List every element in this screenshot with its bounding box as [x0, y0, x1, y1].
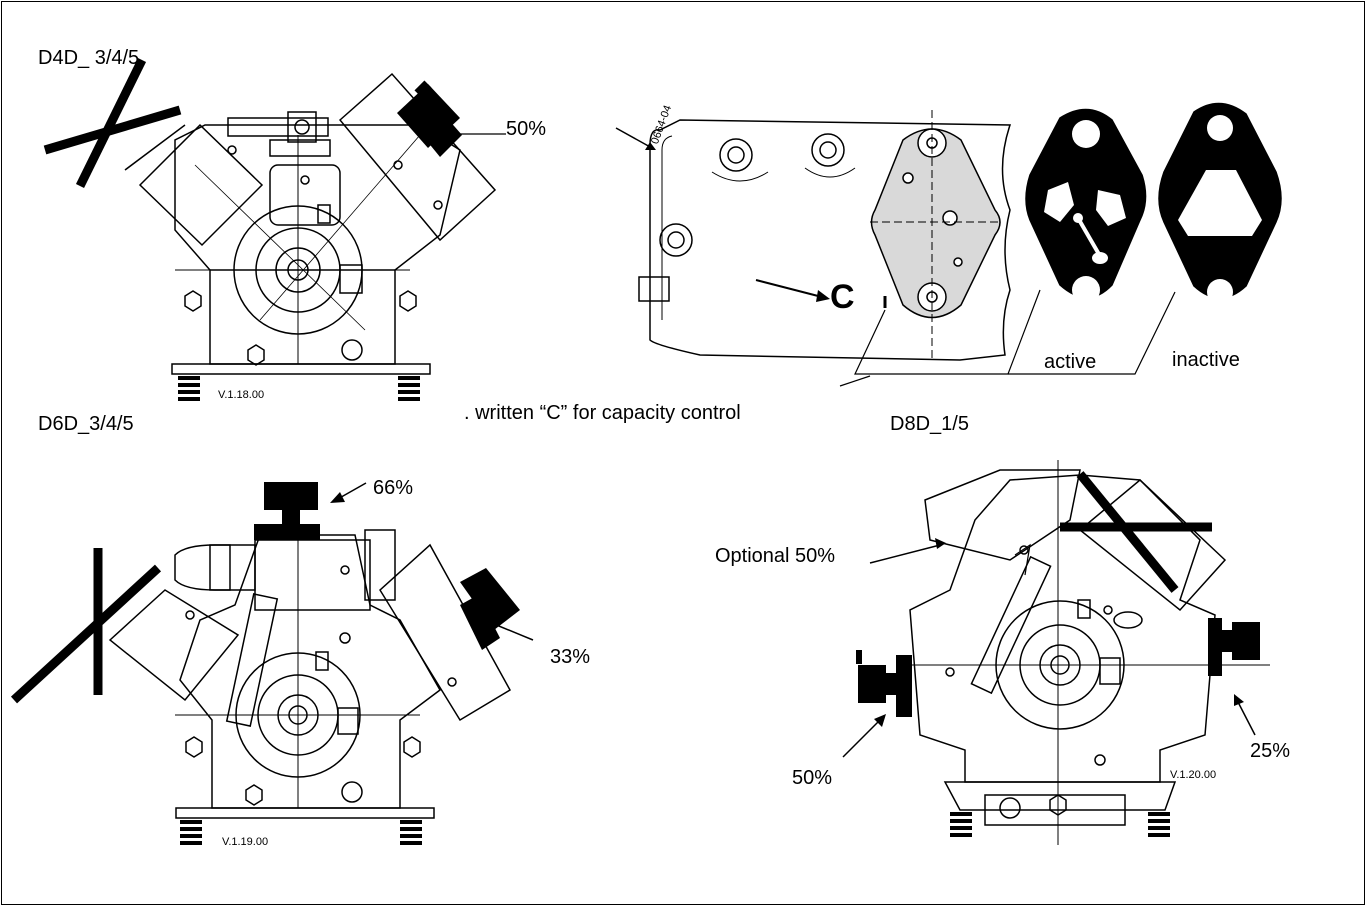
d4d-compressor-drawing: [43, 58, 506, 401]
d8d-optional-label: Optional 50%: [715, 545, 836, 567]
d8d-percent-right-label: 25%: [1250, 740, 1291, 762]
gasket-active-label: active: [1044, 351, 1097, 373]
d4d-version-label: V.1.18.00: [218, 389, 265, 401]
d4d-cross-mark: [43, 58, 182, 188]
d4d-spring-right: [398, 376, 420, 401]
capacity-control-letter: C: [830, 278, 855, 316]
d6d-cross-mark: [10, 548, 162, 704]
d8d-springs: [950, 812, 1170, 837]
d4d-spring-left: [178, 376, 200, 401]
capacity-control-note: . written “C” for capacity control: [464, 402, 741, 424]
d4d-percent-label: 50%: [506, 118, 547, 140]
d8d-compressor-drawing: [842, 460, 1270, 845]
gasket-active: [1025, 108, 1147, 304]
d6d-version-label: V.1.19.00: [222, 836, 269, 848]
d4d-title: D4D_ 3/4/5: [38, 47, 140, 69]
d8d-solenoid-valve-right: [1208, 618, 1260, 676]
d6d-compressor-drawing: [10, 482, 534, 845]
d8d-percent-left-label: 50%: [792, 767, 833, 789]
d6d-title: D6D_3/4/5: [38, 413, 134, 435]
gasket-inactive: [1158, 102, 1282, 305]
d6d-springs: [180, 820, 422, 845]
d8d-solenoid-valve-left: [856, 650, 912, 717]
gasket-inactive-label: inactive: [1172, 349, 1240, 371]
d6d-percent-top-label: 66%: [373, 477, 414, 499]
d6d-percent-right-label: 33%: [550, 646, 591, 668]
d8d-title: D8D_1/5: [890, 413, 969, 435]
d6d-solenoid-valve-right: [460, 568, 520, 650]
cylinder-head-detail: [615, 110, 1176, 387]
d8d-version-label: V.1.20.00: [1170, 769, 1217, 781]
d6d-solenoid-valve-top: [254, 482, 320, 540]
d8d-cross-mark: [1060, 471, 1212, 593]
